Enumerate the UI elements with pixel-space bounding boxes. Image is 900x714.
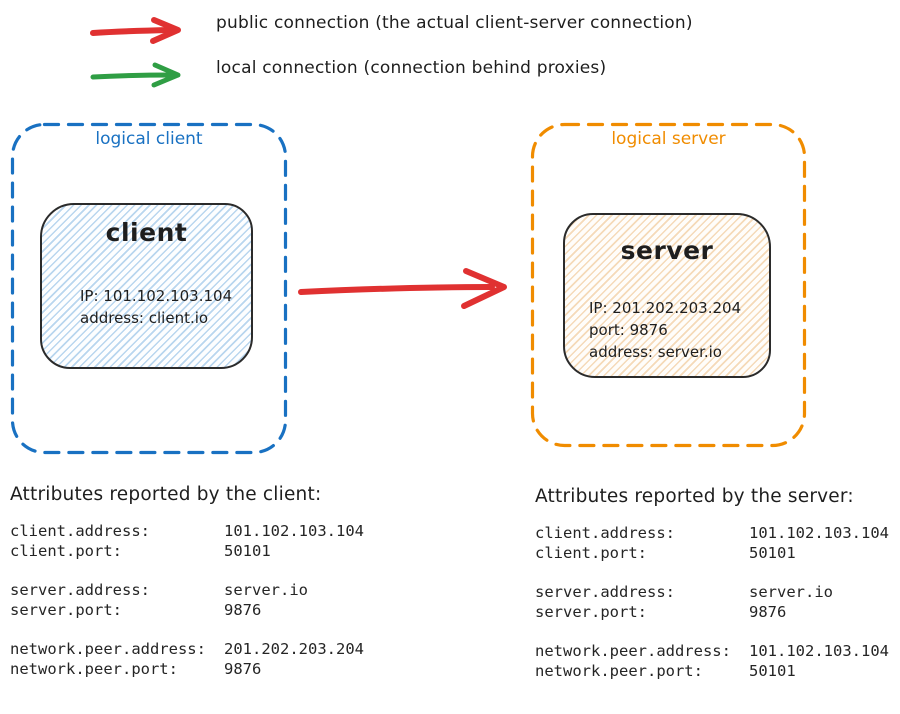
- attr-key: network.peer.address:: [535, 642, 731, 660]
- attr-value: 50101: [749, 543, 796, 562]
- attr-key: server.port:: [10, 600, 122, 619]
- client-node-title: client: [105, 218, 188, 247]
- attr-row: network.peer.address: 101.102.103.104: [535, 642, 900, 662]
- legend-label-public-connection: public connection (the actual client-ser…: [216, 13, 693, 33]
- attr-value: 50101: [749, 661, 796, 680]
- attr-row: network.peer.port: 9876: [10, 660, 430, 680]
- attr-row: server.port: 9876: [10, 601, 430, 621]
- attr-row: client.port: 50101: [10, 542, 430, 562]
- client-attr-group-server: server.address: server.io server.port: 9…: [10, 581, 430, 620]
- attr-row: network.peer.address: 201.202.203.204: [10, 640, 430, 660]
- server-attr-group-network-peer: network.peer.address: 101.102.103.104 ne…: [535, 642, 900, 681]
- server-attributes-block: Attributes reported by the server: clien…: [535, 486, 900, 701]
- client-node: client IP: 101.102.103.104 address: clie…: [40, 203, 253, 369]
- client-node-details: IP: 101.102.103.104 address: client.io: [80, 285, 232, 329]
- client-attributes-block: Attributes reported by the client: clien…: [10, 484, 430, 699]
- attr-key: server.port:: [535, 602, 647, 621]
- attr-value: 9876: [224, 600, 262, 619]
- attr-key: network.peer.port:: [10, 659, 178, 678]
- attr-row: server.address: server.io: [10, 581, 430, 601]
- attr-key: client.address:: [10, 522, 150, 540]
- attr-key: network.peer.address:: [10, 640, 206, 658]
- logical-server-dashed-border: [530, 122, 807, 448]
- client-node-address: address: client.io: [80, 309, 209, 327]
- attr-row: network.peer.port: 50101: [535, 662, 900, 682]
- attr-value: server.io: [224, 581, 308, 599]
- attr-row: server.port: 9876: [535, 603, 900, 623]
- logical-client-label: logical client: [95, 129, 203, 149]
- server-attr-group-server: server.address: server.io server.port: 9…: [535, 583, 900, 622]
- server-node-port: port: 9876: [589, 321, 668, 339]
- attr-value: server.io: [749, 583, 833, 601]
- server-node-title: server: [620, 236, 714, 265]
- logical-client-dashed-border: [10, 122, 288, 455]
- client-node-ip: IP: 101.102.103.104: [80, 287, 233, 305]
- attr-value: 9876: [224, 659, 262, 678]
- attr-value: 9876: [749, 602, 787, 621]
- server-node-details: IP: 201.202.203.204 port: 9876 address: …: [589, 297, 741, 363]
- attr-row: client.address: 101.102.103.104: [535, 524, 900, 544]
- attr-value: 101.102.103.104: [749, 642, 889, 660]
- server-node-ip: IP: 201.202.203.204: [589, 299, 742, 317]
- attr-key: server.address:: [535, 583, 675, 601]
- logical-client-container: logical client client IP: 101.102.103.10…: [10, 122, 288, 455]
- attr-key: server.address:: [10, 581, 150, 599]
- client-attributes-heading: Attributes reported by the client:: [10, 484, 322, 505]
- server-attributes-heading: Attributes reported by the server:: [535, 486, 854, 507]
- attr-key: network.peer.port:: [535, 661, 703, 680]
- server-node-address: address: server.io: [589, 343, 722, 361]
- client-to-server-arrow-icon: [298, 268, 507, 309]
- attr-value: 201.202.203.204: [224, 640, 364, 658]
- attr-row: client.port: 50101: [535, 544, 900, 564]
- logical-server-label: logical server: [611, 129, 726, 149]
- attr-key: client.port:: [10, 541, 122, 560]
- server-node: server IP: 201.202.203.204 port: 9876 ad…: [563, 213, 771, 378]
- attr-key: client.port:: [535, 543, 647, 562]
- attr-value: 50101: [224, 541, 271, 560]
- attr-row: server.address: server.io: [535, 583, 900, 603]
- legend-label-local-connection: local connection (connection behind prox…: [216, 58, 607, 78]
- attr-value: 101.102.103.104: [224, 522, 364, 540]
- local-connection-arrow-icon: [90, 62, 181, 88]
- logical-server-container: logical server server IP: 201.202.203.20…: [530, 122, 807, 448]
- attr-value: 101.102.103.104: [749, 524, 889, 542]
- attr-row: client.address: 101.102.103.104: [10, 522, 430, 542]
- server-attr-group-client: client.address: 101.102.103.104 client.p…: [535, 524, 900, 563]
- client-attr-group-client: client.address: 101.102.103.104 client.p…: [10, 522, 430, 561]
- client-attr-group-network-peer: network.peer.address: 201.202.203.204 ne…: [10, 640, 430, 679]
- attr-key: client.address:: [535, 524, 675, 542]
- public-connection-arrow-icon: [90, 17, 181, 44]
